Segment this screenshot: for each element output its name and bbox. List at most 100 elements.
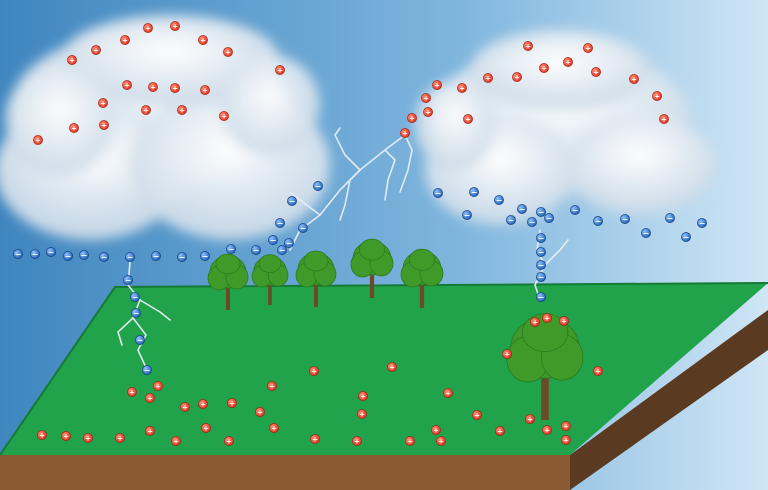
charges: ++++++++++++++++++++++++++++++++++++++++…	[13, 21, 707, 446]
positive-sign: +	[544, 314, 550, 322]
positive-charge: +	[177, 105, 187, 115]
positive-charge-dot	[98, 98, 108, 108]
negative-charge: −	[433, 188, 443, 198]
negative-sign: −	[15, 250, 22, 259]
positive-charge: +	[593, 366, 603, 376]
positive-sign: +	[39, 431, 45, 439]
bolt-left-branch	[139, 299, 171, 321]
negative-charge-dot	[30, 249, 40, 259]
negative-charge: −	[527, 217, 537, 227]
negative-charge: −	[536, 272, 546, 282]
positive-charge-dot	[267, 381, 277, 391]
positive-sign: +	[203, 424, 209, 432]
positive-sign: +	[229, 399, 235, 407]
negative-charge-dot	[433, 188, 443, 198]
negative-sign: −	[270, 236, 277, 245]
negative-charge: −	[506, 215, 516, 225]
positive-sign: +	[35, 136, 41, 144]
positive-sign: +	[145, 24, 151, 32]
positive-sign: +	[631, 75, 637, 83]
negative-charge: −	[536, 207, 546, 217]
negative-charge: −	[123, 275, 133, 285]
positive-charge-dot	[457, 83, 467, 93]
negative-charge: −	[544, 213, 554, 223]
negative-charge-dot	[462, 210, 472, 220]
positive-charge: +	[561, 435, 571, 445]
negative-charge-dot	[536, 207, 546, 217]
positive-sign: +	[155, 382, 161, 390]
positive-charge-dot	[145, 393, 155, 403]
positive-charge: +	[141, 105, 151, 115]
positive-charge: +	[525, 414, 535, 424]
negative-sign: −	[529, 218, 536, 227]
positive-charge: +	[421, 93, 431, 103]
positive-sign: +	[527, 415, 533, 423]
positive-charge: +	[67, 55, 77, 65]
tree-foliage	[215, 253, 241, 275]
negative-charge-dot	[287, 196, 297, 206]
positive-charge: +	[145, 393, 155, 403]
positive-sign: +	[147, 394, 153, 402]
negative-charge-dot	[268, 235, 278, 245]
positive-sign: +	[497, 427, 503, 435]
positive-charge: +	[122, 80, 132, 90]
positive-charge-dot	[224, 436, 234, 446]
negative-charge-dot	[130, 292, 140, 302]
positive-sign: +	[359, 410, 365, 418]
positive-charge-dot	[591, 67, 601, 77]
positive-charge: +	[400, 128, 410, 138]
right-cloud	[415, 30, 715, 225]
positive-charge-dot	[198, 399, 208, 409]
positive-charge: +	[269, 423, 279, 433]
negative-charge: −	[536, 292, 546, 302]
positive-charge-dot	[443, 388, 453, 398]
positive-charge-dot	[69, 123, 79, 133]
positive-charge-dot	[83, 433, 93, 443]
bolt-cloud-to-cloud-branch-5	[399, 134, 413, 193]
tree	[207, 253, 249, 310]
positive-sign: +	[425, 108, 431, 116]
positive-charge: +	[180, 402, 190, 412]
positive-charge: +	[201, 423, 211, 433]
negative-charge: −	[697, 218, 707, 228]
negative-charge: −	[665, 213, 675, 223]
positive-sign: +	[389, 363, 395, 371]
positive-charge: +	[198, 399, 208, 409]
positive-charge-dot	[255, 407, 265, 417]
positive-charge: +	[219, 111, 229, 121]
tree-foliage	[408, 248, 435, 271]
negative-charge-dot	[536, 233, 546, 243]
positive-sign: +	[172, 22, 178, 30]
positive-charge: +	[561, 421, 571, 431]
positive-charge: +	[224, 436, 234, 446]
tree-foliage	[358, 238, 385, 261]
tree-trunk	[314, 279, 318, 307]
positive-charge-dot	[432, 80, 442, 90]
positive-sign: +	[100, 99, 106, 107]
negative-charge: −	[99, 252, 109, 262]
negative-charge-dot	[527, 217, 537, 227]
positive-sign: +	[525, 42, 531, 50]
negative-charge: −	[275, 218, 285, 228]
positive-charge-dot	[127, 387, 137, 397]
negative-sign: −	[179, 253, 186, 262]
negative-charge-dot	[284, 238, 294, 248]
negative-charge-dot	[681, 232, 691, 242]
negative-charge: −	[277, 245, 287, 255]
positive-sign: +	[465, 115, 471, 123]
bolt-left-branch-2	[117, 317, 134, 346]
positive-sign: +	[225, 48, 231, 56]
lightning-bolts	[117, 127, 569, 373]
positive-sign: +	[402, 129, 408, 137]
positive-charge-dot	[170, 83, 180, 93]
bolt-right-branch	[544, 239, 569, 266]
positive-sign: +	[474, 411, 480, 419]
trees	[207, 238, 584, 420]
positive-sign: +	[409, 114, 415, 122]
positive-charge: +	[472, 410, 482, 420]
positive-charge-dot	[37, 430, 47, 440]
negative-sign: −	[65, 252, 72, 261]
negative-sign: −	[595, 217, 602, 226]
negative-charge: −	[79, 250, 89, 260]
negative-sign: −	[125, 276, 132, 285]
